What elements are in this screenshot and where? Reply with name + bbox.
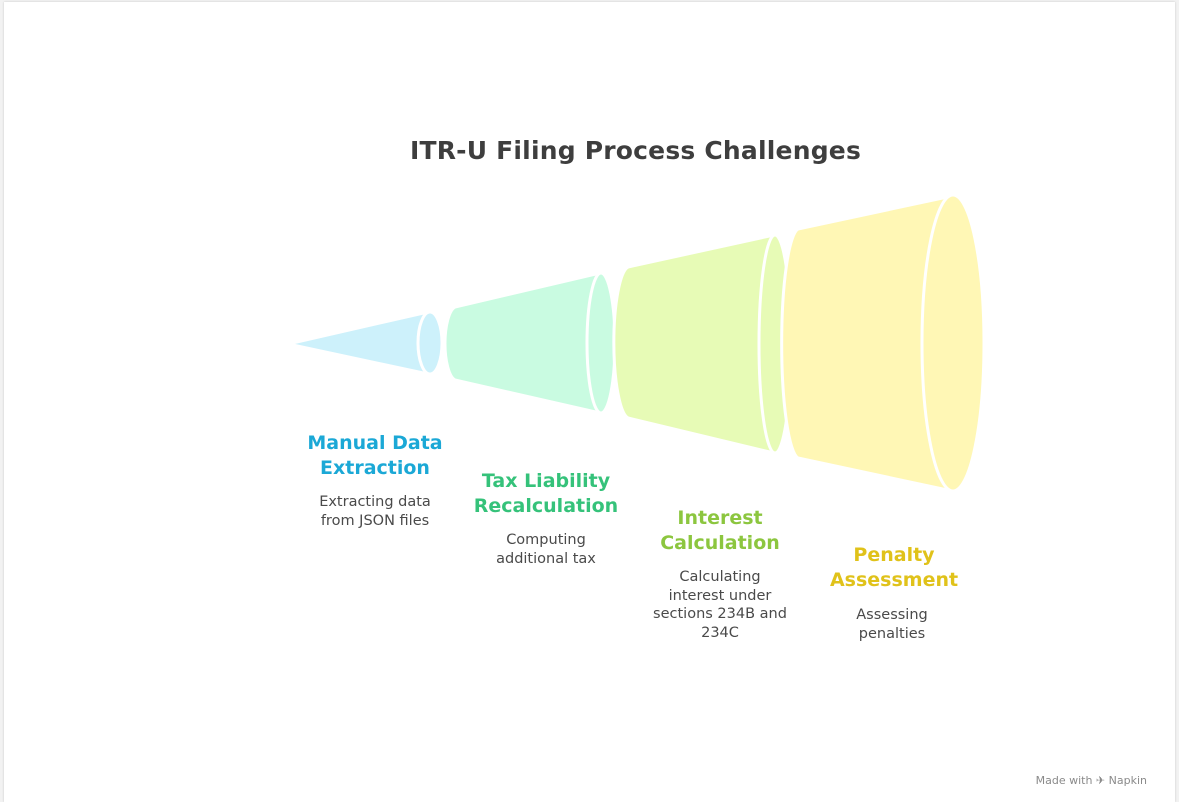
funnel-segment-tax-liability-recalculation bbox=[443, 271, 617, 415]
stage-label-interest-calculation: Interest Calculation bbox=[660, 507, 780, 554]
funnel-segment-interest-calculation bbox=[612, 233, 793, 455]
napkin-watermark: Made with ✈ Napkin bbox=[1035, 774, 1147, 787]
stage-desc-interest-calculation: Calculating interest under sections 234B… bbox=[653, 569, 787, 641]
funnel-graphic bbox=[287, 193, 986, 493]
stage-desc-penalty-assessment: Assessing penalties bbox=[856, 607, 928, 642]
stage-desc-tax-liability-recalculation: Computing additional tax bbox=[496, 532, 596, 567]
diagram-canvas: ITR-U Filing Process Challenges Manual D… bbox=[4, 2, 1175, 802]
stage-label-penalty-assessment: Penalty Assessment bbox=[829, 544, 959, 591]
stage-label-tax-liability-recalculation: Tax Liability Recalculation bbox=[473, 470, 619, 517]
stage-label-manual-data-extraction: Manual Data Extraction bbox=[307, 432, 443, 479]
stage-desc-manual-data-extraction: Extracting data from JSON files bbox=[319, 494, 431, 529]
funnel-segment-penalty-assessment bbox=[780, 193, 986, 493]
diagram-title: ITR-U Filing Process Challenges bbox=[409, 136, 862, 165]
funnel-segment-manual-data-extraction bbox=[287, 310, 444, 376]
